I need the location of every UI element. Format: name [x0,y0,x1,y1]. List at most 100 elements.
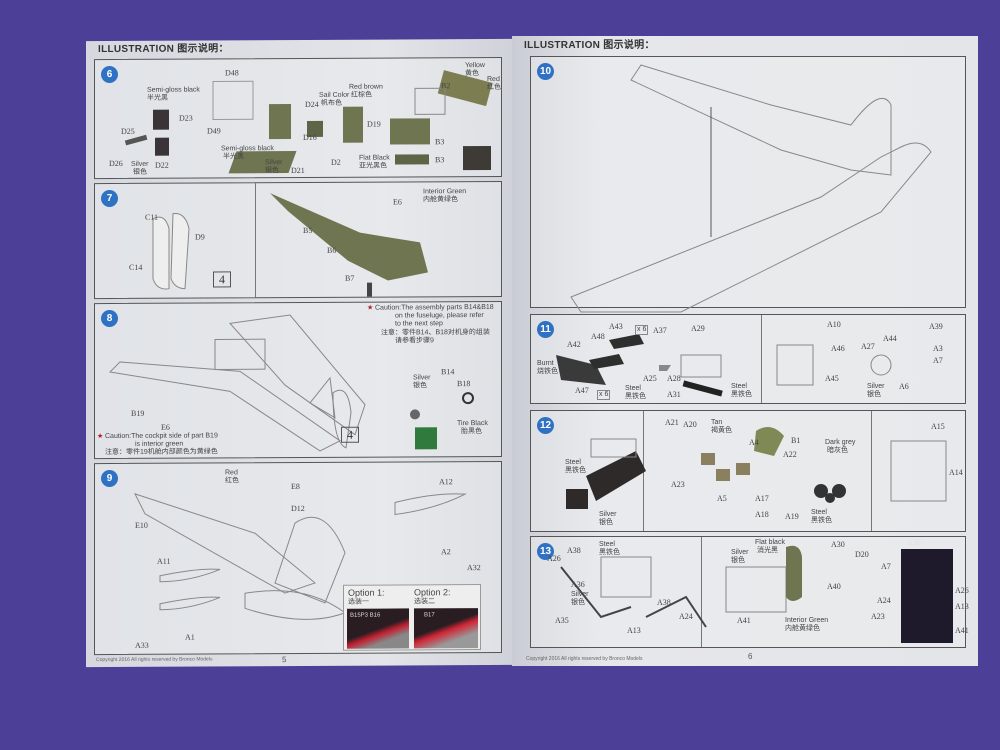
part-label: B3 [435,137,445,147]
paint-label-cn: 黑铁色 [811,517,832,524]
part-label: A6 [899,382,909,391]
paint-label-cn: 半光黑 [147,94,168,102]
quantity-badge: x 6 [635,325,649,335]
part-label: A28 [667,374,681,383]
part-label: A43 [609,322,623,331]
paint-label-cn: 黑铁色 [599,549,620,556]
paint-label-cn: 银色 [133,168,147,176]
part-label: A20 [683,420,697,429]
part-label: A3 [933,344,943,353]
part-label: C14 [129,262,143,272]
part-label: B5 [303,225,313,235]
paint-label: Steel [731,383,747,390]
part-label: D26 [109,158,123,169]
part-label: B1 [791,436,801,445]
paint-label-cn: 褐黄色 [711,427,732,434]
part-label: E6 [161,422,170,432]
paint-label: Silver [131,160,149,168]
paint-label: Yellow [465,62,485,70]
paint-label-cn: 银色 [265,167,279,175]
step-12-panel: 12 Steel 黑铁色 Silver 银色 A21 A20 Tan 褐黄色 A… [530,410,966,532]
part-label: A15 [931,422,945,431]
paint-label-cn: 黄色 [465,70,479,78]
footer-copyright: Copyright 2016 All rights reserved by Br… [96,656,213,664]
part-label: D20 [855,550,869,559]
part-label: B6 [327,245,337,255]
option-2-parts: B17 [424,612,435,619]
part-label: D25 [121,126,135,136]
part-label: A26 [547,554,561,563]
paint-label-cn: 黑铁色 [565,467,586,474]
step-8-panel: 8 ★ Caution:The assembly parts B14&B18 o… [94,300,502,460]
part-label: A30 [831,540,845,549]
paint-label: Steel [625,385,641,392]
part-label: D9 [195,232,205,242]
paint-label-cn: 内舱黄绿色 [785,625,820,632]
part-label: A13 [955,602,969,611]
step-12-engine-drawing [566,427,947,509]
option-inset: Option 1: 选装一 Option 2: 选装二 B15P3 B16 B1… [343,584,481,651]
step-number: 10 [537,63,554,80]
paint-label: Interior Green [423,188,467,196]
step-number: 12 [537,417,554,434]
part-label: D48 [225,68,239,78]
paint-label: Silver [265,159,283,167]
option-2-title: Option 2: [414,587,451,598]
paint-label-cn: 红色 [487,83,501,92]
part-label: A32 [467,563,481,573]
part-label: D2 [331,157,341,167]
part-label: A40 [827,582,841,591]
paint-label: Silver [731,549,749,556]
paint-label-cn: 银色 [571,599,585,606]
step-number: 11 [537,321,554,338]
part-label: A10 [827,320,841,329]
part-label: A39 [929,322,943,331]
caution-star-icon: ★ [367,304,374,312]
caution-note: is interior green [135,440,184,448]
paint-label-cn: 银色 [599,519,613,526]
part-label: A1 [185,632,195,642]
part-label: B3 [435,155,445,165]
right-page: ILLUSTRATION 图示说明： 10 11 A42 A48 A43 x 6… [512,36,978,666]
part-label: A18 [755,510,769,519]
part-label: D24 [305,99,319,109]
option-2-photo: B17 [414,608,478,649]
left-page: ILLUSTRATION 图示说明： 6 Semi-gloss black 半光… [86,38,514,668]
part-label: A45 [825,374,839,383]
paint-label-cn: 红色 [225,477,239,485]
part-label: A38 [567,546,581,555]
step-6-panel: 6 Semi-gloss black 半光黑 D48 D23 D49 D25 D… [94,56,502,180]
part-label: A29 [691,324,705,333]
paint-label: Semi-gloss black [221,145,274,153]
part-label: A44 [883,334,897,343]
page-number: 6 [748,652,753,661]
paint-label-cn: 亚光黑色 [359,162,387,170]
caution-note-cn: 请参看步骤9 [395,337,434,345]
page-header: ILLUSTRATION 图示说明： [524,40,655,51]
step-7-panel: 7 C11 D9 C14 4 Interior Green 内舱黄绿色 E6 B… [94,180,502,300]
step-6-parts-drawing [124,70,493,174]
part-label: D23 [179,113,193,123]
part-label: B2 [441,81,451,91]
paint-label: Sail Color [319,91,350,99]
part-label: B7 [345,273,355,283]
footer-copyright: Copyright 2016 All rights reserved by Br… [526,656,643,662]
part-label: A17 [755,494,769,503]
part-label: A14 [949,468,963,477]
paint-label: Steel [599,541,615,548]
part-label: A33 [135,640,149,650]
caution-note: Caution:The cockpit side of part B19 [105,432,218,441]
reference-box: 4 [341,426,359,443]
part-label: A24 [679,612,693,621]
paint-label: Red brown [349,83,383,91]
part-label: A27 [861,342,875,351]
part-label: A31 [667,390,681,399]
paint-label: Red [487,75,500,84]
part-label: B19 [131,408,145,418]
paint-label: Silver [571,591,589,598]
part-label: A12 [439,477,453,487]
paint-label-cn: 银色 [731,557,745,564]
paint-label: Silver [867,383,885,390]
page-number: 5 [282,655,287,665]
step-number: 13 [537,543,554,560]
